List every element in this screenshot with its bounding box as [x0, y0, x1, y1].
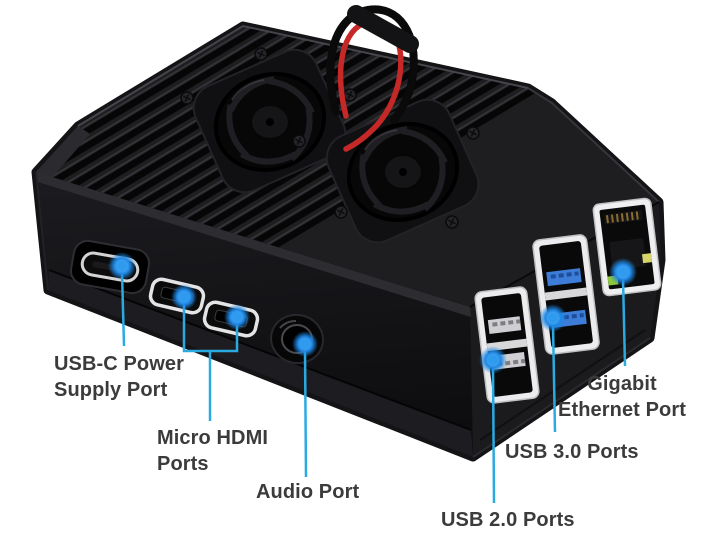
fan-wires	[326, 5, 419, 152]
case-back-step	[527, 87, 660, 203]
label-usb-2-ports: USB 2.0 Ports	[441, 509, 575, 531]
fan-blades	[226, 76, 315, 165]
red-wire	[337, 18, 404, 152]
leader-usb-c	[120, 271, 126, 347]
marker-ethernet	[609, 258, 637, 286]
leader-ethernet	[621, 277, 627, 367]
marker-micro-hdmi-1	[171, 284, 197, 310]
leader-micro-hdmi	[182, 303, 239, 421]
leader-usb-2	[491, 365, 496, 504]
leader-lines	[120, 271, 627, 504]
marker-usb-2	[479, 346, 507, 374]
marker-audio	[292, 331, 318, 357]
label-micro-hdmi: Micro HDMI Ports	[157, 427, 268, 475]
port-markers	[108, 252, 637, 374]
front-bottom-plate	[48, 270, 473, 457]
ethernet-led-amber	[641, 253, 653, 264]
marker-micro-hdmi-2	[224, 304, 250, 330]
right-bottom-edge	[472, 337, 651, 458]
case-back-edge	[77, 24, 529, 127]
case-screws	[180, 47, 480, 229]
left-edge	[35, 171, 49, 291]
cooling-fan-right	[346, 121, 460, 223]
leader-usb-3	[551, 324, 557, 433]
marker-usb-c	[108, 252, 136, 280]
label-usb-3-ports: USB 3.0 Ports	[505, 441, 639, 463]
front-ridge-bevel	[36, 172, 471, 317]
case-corner-bevel	[36, 126, 90, 180]
label-gigabit-ethernet: Gigabit Ethernet Port	[558, 373, 686, 421]
leader-audio	[303, 349, 308, 478]
fan-blades	[359, 126, 448, 215]
wire-sleeve	[347, 5, 419, 53]
label-usb-c-power: USB-C Power Supply Port	[54, 353, 185, 401]
marker-usb-3	[539, 304, 567, 332]
label-audio-port: Audio Port	[256, 481, 360, 503]
right-seam	[479, 329, 646, 441]
